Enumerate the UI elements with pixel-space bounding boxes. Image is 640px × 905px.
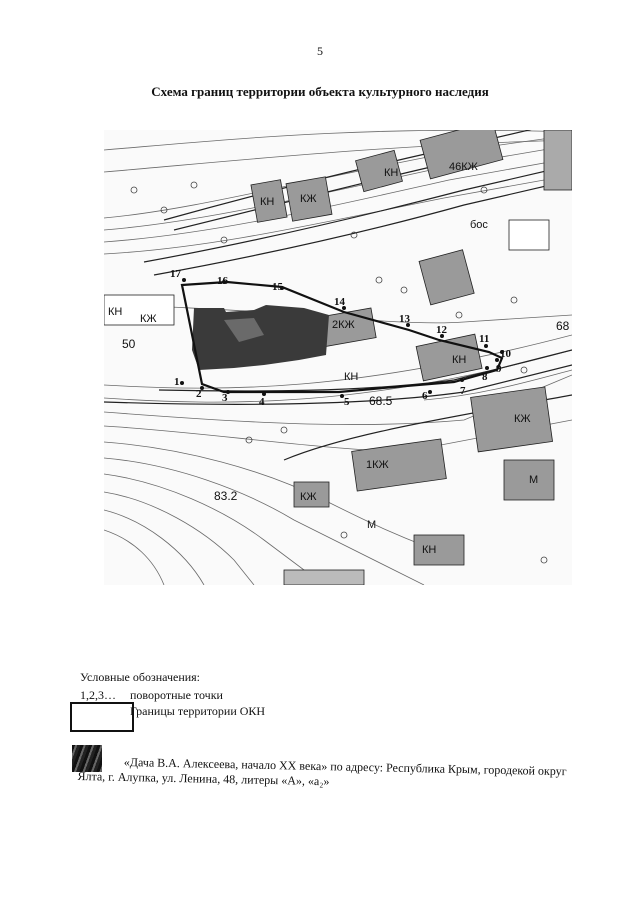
boundary-points bbox=[180, 278, 504, 398]
point-label: 7 bbox=[460, 385, 466, 397]
building-label: КЖ bbox=[300, 193, 317, 205]
building-label: КН bbox=[384, 167, 398, 179]
point-label: 3 bbox=[222, 392, 228, 404]
building-label: КЖ bbox=[300, 491, 317, 503]
point-label: 1 bbox=[174, 376, 180, 388]
building-label: КН bbox=[344, 371, 358, 383]
okn-object bbox=[192, 305, 329, 370]
building-label: КН bbox=[108, 306, 122, 318]
building-label: КН bbox=[452, 354, 466, 366]
point-label: 13 bbox=[399, 313, 411, 325]
building-label: КН bbox=[422, 544, 436, 556]
point-label: 8 bbox=[482, 371, 488, 383]
legend-object-swatch bbox=[72, 745, 102, 772]
okn-boundary bbox=[180, 280, 504, 394]
boundary-map: 1 2 3 4 5 6 7 8 9 10 11 12 13 14 15 16 1… bbox=[104, 130, 572, 585]
building-label: 46КЖ bbox=[449, 161, 478, 173]
elevation-label: 68 bbox=[556, 319, 570, 333]
point-label: 6 bbox=[422, 390, 428, 402]
building-label: КЖ bbox=[140, 313, 157, 325]
building-label: КН bbox=[260, 196, 274, 208]
point-label: 4 bbox=[259, 396, 265, 408]
legend-points-code: 1,2,3… bbox=[80, 688, 116, 702]
page-number: 5 bbox=[317, 44, 323, 58]
building-label: 1КЖ bbox=[366, 459, 389, 471]
legend-boundary-desc: Границы территории ОКН bbox=[130, 704, 266, 718]
legend-heading: Условные обозначения: bbox=[80, 670, 201, 684]
point-label: 2 bbox=[196, 388, 202, 400]
point-label: 16 bbox=[217, 275, 229, 287]
point-label: 15 bbox=[272, 281, 284, 293]
point-label: 17 bbox=[170, 268, 182, 280]
tree-symbols bbox=[130, 181, 548, 564]
point-label: 9 bbox=[496, 363, 502, 375]
building-label: 2КЖ bbox=[332, 319, 355, 331]
legend-points-desc: поворотные точки bbox=[130, 688, 223, 702]
legend-boundary-swatch bbox=[70, 702, 134, 732]
elevation-label: 68.5 bbox=[369, 394, 393, 408]
point-label: 14 bbox=[334, 296, 346, 308]
elevation-label: 50 bbox=[122, 337, 136, 351]
building-label: М bbox=[367, 519, 376, 531]
point-label: 10 bbox=[500, 348, 512, 360]
page-title: Схема границ территории объекта культурн… bbox=[151, 84, 489, 99]
point-label: 12 bbox=[436, 324, 448, 336]
elevation-label: 83.2 bbox=[214, 489, 238, 503]
point-label: 11 bbox=[479, 333, 489, 345]
point-label: 5 bbox=[344, 396, 350, 408]
building-label: бос bbox=[470, 219, 488, 231]
legend: Условные обозначения: 1,2,3… поворотные … bbox=[70, 670, 600, 788]
buildings bbox=[104, 130, 572, 585]
building-label: М bbox=[529, 474, 538, 486]
building-label: КЖ bbox=[514, 413, 531, 425]
legend-object-desc: «Дача В.А. Алексеева, начало XX века» по… bbox=[77, 754, 598, 795]
